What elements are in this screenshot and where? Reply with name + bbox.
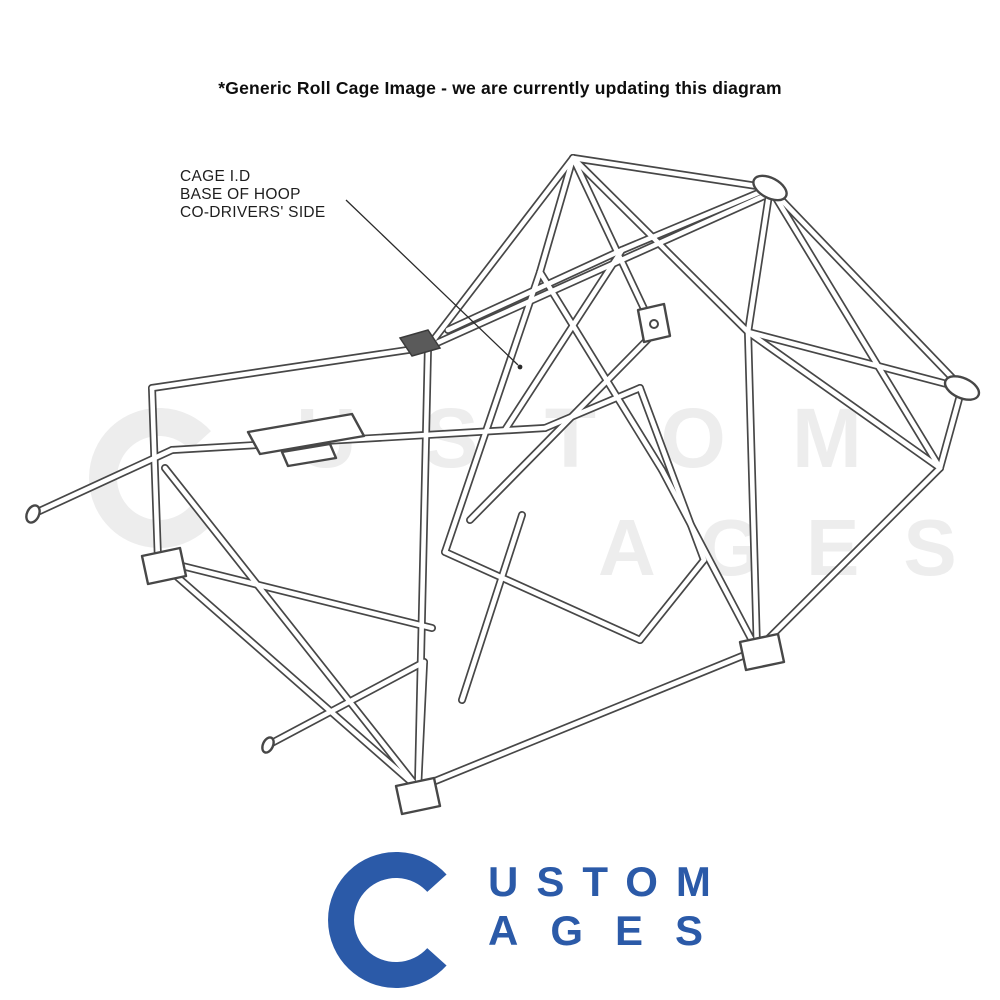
cage-id-annotation: CAGE I.D BASE OF HOOP CO-DRIVERS' SIDE bbox=[180, 168, 326, 222]
tube-end bbox=[752, 174, 788, 202]
bracket-hole bbox=[649, 319, 659, 329]
annotation-line-3: CO-DRIVERS' SIDE bbox=[180, 204, 326, 221]
annotation-leader-line bbox=[345, 199, 519, 366]
header-note: *Generic Roll Cage Image - we are curren… bbox=[218, 78, 782, 98]
tube-end bbox=[25, 504, 41, 524]
logo-row-bottom: AGES bbox=[488, 907, 736, 954]
gusset-plate bbox=[246, 412, 366, 456]
annotation-line-2: BASE OF HOOP bbox=[180, 186, 301, 203]
logo-row-top: USTOM bbox=[488, 858, 729, 905]
cage-id-plate bbox=[398, 329, 442, 357]
logo-c-icon bbox=[328, 852, 447, 988]
annotation-leader-dot bbox=[517, 364, 523, 370]
mounting-foot bbox=[738, 632, 786, 672]
mounting-foot bbox=[394, 776, 442, 816]
watermark-row-bottom: AGES bbox=[598, 503, 1000, 592]
gusset-plate bbox=[280, 442, 338, 468]
annotation-line-1: CAGE I.D bbox=[180, 168, 251, 185]
tube-end bbox=[943, 375, 981, 401]
bracket-plate bbox=[636, 302, 672, 344]
tube-end bbox=[261, 736, 275, 754]
mounting-foot bbox=[140, 546, 188, 586]
